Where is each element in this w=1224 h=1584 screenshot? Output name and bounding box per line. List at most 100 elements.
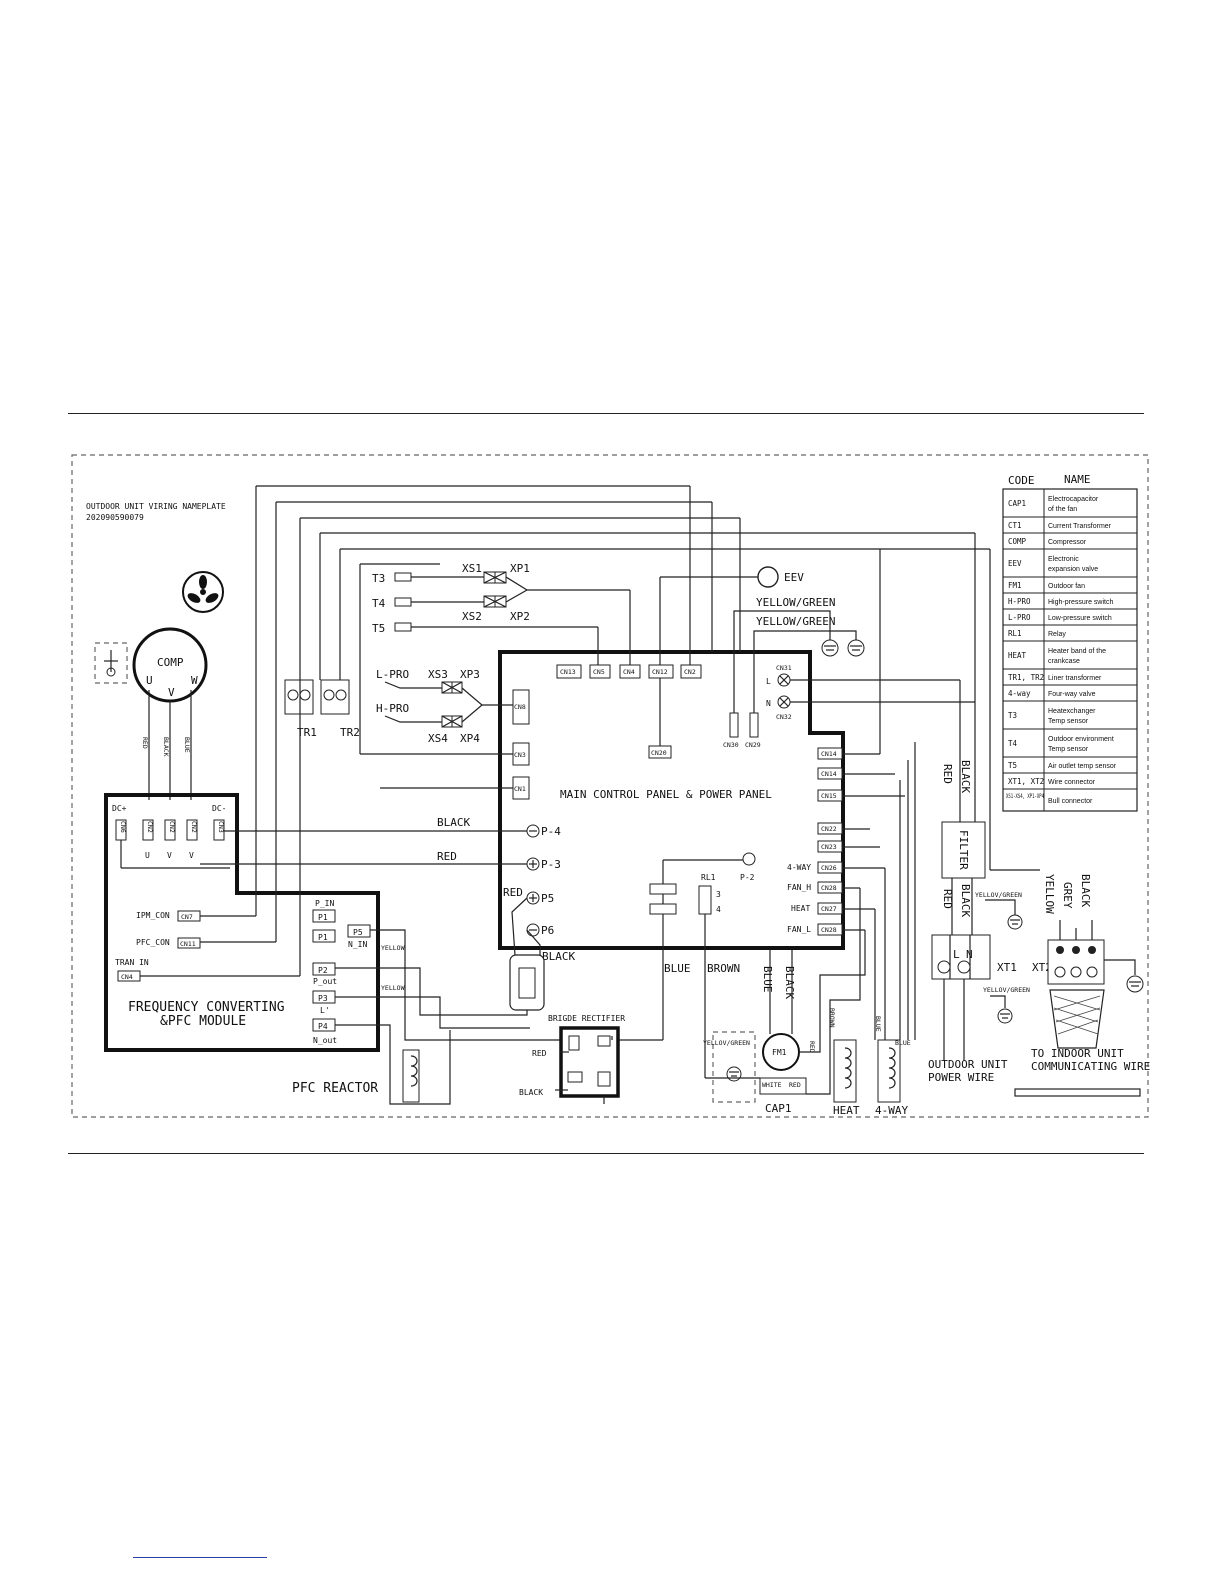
four-way-label: 4-WAY (875, 1104, 908, 1117)
module-p1-b: P1 (318, 933, 328, 942)
main-cn3: CN3 (514, 751, 526, 759)
cap1-label: CAP1 (765, 1102, 792, 1115)
bridge-rectifier (559, 1026, 620, 1098)
wire-black-fan: BLACK (783, 966, 796, 999)
xp4-label: XP4 (460, 732, 480, 745)
legend-row-name-2: of the fan (1048, 506, 1077, 513)
nameplate-title: OUTDOOR UNIT VIRING NAMEPLATE (86, 502, 226, 511)
legend-row-name: Electronic (1048, 556, 1079, 563)
ground-icon (104, 650, 118, 677)
legend-row-code: CAP1 (1008, 499, 1026, 508)
legend-row-name: Wire connector (1048, 779, 1096, 786)
four-way-coil (877, 1039, 901, 1103)
wire-red-p5: RED (503, 886, 523, 899)
main-cn13: CN13 (560, 668, 576, 676)
xt1-label: XT1 (997, 961, 1017, 974)
xs4-label: XS4 (428, 732, 448, 745)
tr2-label: TR2 (340, 726, 360, 739)
xs4-xp4-connector (441, 715, 463, 728)
legend-row-name: Electrocapacitor (1048, 496, 1099, 503)
cap1-white: WHITE (762, 1081, 782, 1089)
main-cn28-b: CN28 (821, 926, 837, 934)
fan-ground-box (712, 1031, 756, 1103)
wire-yg-xt1: YELLOV/GREEN (983, 986, 1030, 994)
module-cn7: CN7 (181, 913, 193, 921)
module-l-prime: L' (320, 1006, 330, 1015)
module-p2: P2 (318, 966, 328, 975)
xs1-label: XS1 (462, 562, 482, 575)
xt2-terminal (1047, 939, 1105, 985)
main-cn14-b: CN14 (821, 770, 837, 778)
legend-row-name: High-pressure switch (1048, 599, 1113, 606)
xs3-label: XS3 (428, 668, 448, 681)
fan-symbol-icon (182, 571, 224, 613)
legend-row-name: Bull connector (1048, 798, 1093, 805)
legend-row-code: L-PRO (1008, 613, 1031, 622)
xp3-label: XP3 (460, 668, 480, 681)
module-cn11: CN11 (180, 940, 196, 948)
ground-icon (1126, 975, 1144, 993)
main-cn28-a: CN28 (821, 884, 837, 892)
wire-black-p4: BLACK (437, 816, 470, 829)
nameplate-number: 202090590079 (86, 513, 144, 522)
wire-blue-4way: BLUE (874, 1016, 882, 1032)
communication-cable (1049, 989, 1105, 1049)
power-wire-line2: POWER WIRE (928, 1071, 994, 1084)
label-fan-h: FAN_H (787, 883, 811, 892)
wire-black-filter-top: BLACK (959, 760, 972, 793)
xp2-label: XP2 (510, 610, 530, 623)
legend-row-name: Heatexchanger (1048, 708, 1096, 715)
footer-link-underline (133, 1557, 267, 1558)
frequency-converting-module (104, 793, 380, 1052)
main-board-top-connectors (556, 664, 702, 679)
ground-icon (997, 1008, 1013, 1024)
module-cn2-c: CN2 (190, 821, 198, 833)
main-cn5: CN5 (593, 668, 605, 676)
comp-w: W (191, 674, 198, 687)
lamp-l-icon (777, 673, 791, 687)
top-wire-bundle (140, 485, 990, 977)
lpro-label: L-PRO (376, 668, 409, 681)
legend-row-name: Relay (1048, 631, 1066, 638)
xt1-pin-l: L (953, 948, 960, 961)
main-board-title: MAIN CONTROL PANEL & POWER PANEL (560, 788, 772, 801)
transformer-tr2 (320, 679, 350, 715)
module-u: U (145, 851, 150, 860)
legend-row-code: T4 (1008, 739, 1018, 748)
wire-blue-ct: BLUE (664, 962, 691, 975)
legend-row-name: Low-pressure switch (1048, 615, 1112, 622)
module-p3: P3 (318, 994, 328, 1003)
xt1-pin-n: N (966, 948, 973, 961)
legend-row-name: Compressor (1048, 539, 1087, 546)
wire-blue-4way-2: BLUE (895, 1039, 911, 1047)
current-transformer (649, 859, 743, 1040)
wire-red-filter-bottom: RED (941, 889, 954, 909)
compressor: COMP U V W (132, 627, 208, 703)
module-p4: P4 (318, 1022, 328, 1031)
wire-black-xt2: BLACK (1079, 874, 1092, 907)
main-cn31: CN31 (776, 664, 792, 672)
sensor-t3-icon (394, 572, 412, 582)
main-cn27: CN27 (821, 905, 837, 913)
heat-coil (833, 1039, 857, 1103)
legend-row-code: HEAT (1008, 651, 1027, 660)
legend-row-name-2: Temp sensor (1048, 746, 1089, 753)
main-cn30: CN30 (723, 741, 739, 749)
main-cn8: CN8 (514, 703, 526, 711)
bottom-rule (68, 1153, 1144, 1154)
legend-row-code: CT1 (1008, 521, 1022, 530)
main-cn20: CN20 (651, 749, 667, 757)
post-p6 (526, 923, 540, 937)
module-v2: V (189, 851, 194, 860)
main-cn22: CN22 (821, 825, 837, 833)
module-cn3: CN3 (217, 821, 225, 833)
wire-yg-2: YELLOW/GREEN (756, 615, 835, 628)
legend-header-name: NAME (1064, 473, 1091, 486)
post-p2 (742, 852, 756, 866)
wire-grey-xt2: GREY (1061, 882, 1074, 909)
filter-label: FILTER (957, 830, 970, 870)
wire-red-fan: RED (808, 1041, 816, 1053)
module-cn4: CN4 (121, 973, 133, 981)
comp-label: COMP (157, 656, 184, 669)
sensor-t4-icon (394, 597, 412, 607)
